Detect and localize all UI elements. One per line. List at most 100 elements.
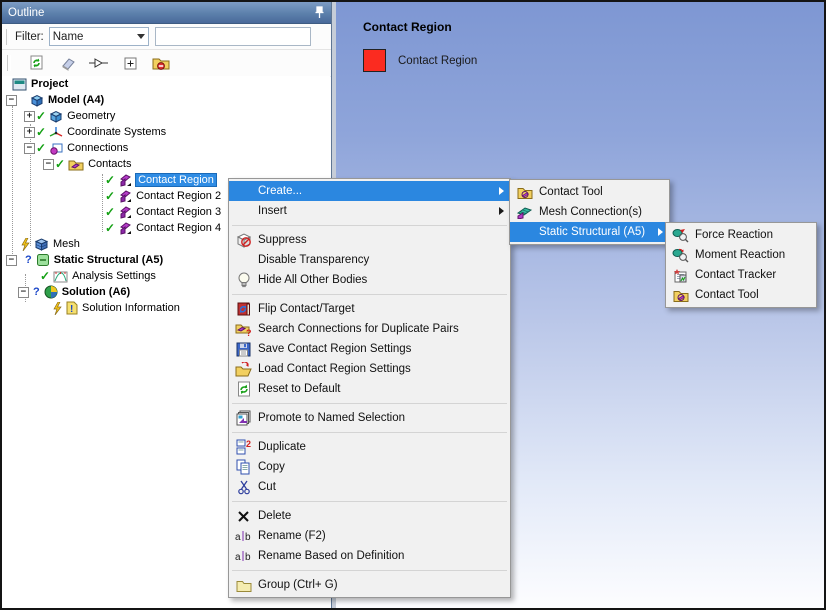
mesh-connection-icon [515,204,534,221]
moment-reaction-icon [671,247,690,264]
static-structural-submenu: Force Reaction Moment Reaction Contact T… [665,222,817,308]
tree-item-project[interactable]: Project [2,76,330,92]
group-icon [234,577,253,594]
menu-separator [232,432,507,433]
contact-region-icon [118,221,132,235]
tree-item-solution-information[interactable]: ! Solution Information [2,300,330,316]
menu-item-cut[interactable]: Cut [229,477,510,497]
contact-tool-icon [671,287,690,304]
viewport-legend: Contact Region [363,49,477,72]
model-icon [30,94,44,107]
eraser-icon[interactable] [58,53,78,73]
tree-item-contact-region-3[interactable]: ✓ Contact Region 3 [105,205,222,219]
submenu-item-contact-tracker[interactable]: Contact Tracker [666,265,816,285]
expand-expander[interactable]: + [24,126,35,138]
bulb-icon [234,272,253,289]
menu-item-search-duplicate-pairs[interactable]: ? Search Connections for Duplicate Pairs [229,319,510,339]
submenu-item-mesh-connections[interactable]: Mesh Connection(s) [510,202,669,222]
svg-text:2: 2 [246,439,251,449]
chevron-down-icon [136,34,145,43]
menu-item-load-settings[interactable]: Load Contact Region Settings [229,359,510,379]
promote-icon [234,410,253,427]
collapse-expander[interactable]: − [6,254,17,266]
check-icon: ✓ [105,173,116,187]
check-icon: ✓ [36,109,47,123]
menu-item-group[interactable]: Group (Ctrl+ G) [229,575,510,595]
submenu-item-force-reaction[interactable]: Force Reaction [666,225,816,245]
menu-item-reset-to-default[interactable]: Reset to Default [229,379,510,399]
toolbar-grip [7,55,11,71]
outline-toolbar [2,50,331,77]
collapse-expander[interactable]: − [43,158,54,170]
contact-tool-icon [515,184,534,201]
flip-icon [234,301,253,318]
expand-all-icon[interactable] [120,53,140,73]
submenu-arrow-icon [499,186,504,195]
submenu-item-static-structural[interactable]: Static Structural (A5) [510,222,669,242]
filter-mode-select[interactable]: Name [48,27,149,46]
tree-item-contact-region[interactable]: ✓ Contact Region [2,172,330,188]
menu-item-duplicate[interactable]: 2 Duplicate [229,437,510,457]
menu-item-disable-transparency[interactable]: Disable Transparency [258,254,370,266]
submenu-item-contact-tool[interactable]: Contact Tool [510,182,669,202]
submenu-item-moment-reaction[interactable]: Moment Reaction [666,245,816,265]
force-reaction-icon [671,227,690,244]
filter-mode-value: Name [52,30,84,43]
submenu-item-contact-tool[interactable]: Contact Tool [666,285,816,305]
tree-item-contact-region-4[interactable]: ✓ Contact Region 4 [105,221,222,235]
tree-item-static-structural[interactable]: − ? Static Structural (A5) [2,252,330,268]
static-structural-icon [36,253,50,267]
collapse-expander[interactable]: − [24,142,35,154]
cut-icon [234,479,253,496]
menu-separator [232,403,507,404]
collapse-folder-icon[interactable] [151,53,171,73]
menu-item-hide-all-other-bodies[interactable]: Hide All Other Bodies [229,270,510,290]
mesh-icon [34,237,49,251]
check-icon: ✓ [36,141,47,155]
contact-tracker-icon [671,267,690,284]
collapse-expander[interactable]: − [18,286,29,298]
menu-separator [232,225,507,226]
menu-item-promote-to-named-selection[interactable]: Promote to Named Selection [229,408,510,428]
tree-item-model[interactable]: − Model (A4) [2,92,330,108]
reset-icon [234,381,253,398]
probe-node-icon[interactable] [89,53,109,73]
contact-region-icon [118,189,132,203]
tree-item-contact-region-2[interactable]: ✓ Contact Region 2 [105,189,222,203]
menu-item-copy[interactable]: Copy [229,457,510,477]
menu-separator [232,294,507,295]
tree-item-coordinate-systems[interactable]: + ✓ Coordinate Systems [2,124,330,140]
menu-item-flip-contact-target[interactable]: Flip Contact/Target [229,299,510,319]
submenu-arrow-icon [658,227,663,236]
coordinate-systems-icon [49,126,63,139]
menu-item-delete[interactable]: Delete [229,506,510,526]
context-menu: Create... Insert Suppress Disable Transp… [228,178,511,598]
question-icon: ? [33,286,40,298]
menu-separator [232,570,507,571]
tree-item-analysis-settings[interactable]: ✓ Analysis Settings [40,269,156,283]
copy-icon [234,459,253,476]
tree-item-geometry[interactable]: + ✓ Geometry [2,108,330,124]
geometry-icon [49,110,63,123]
svg-text:b: b [245,552,251,562]
outline-titlebar[interactable]: Outline [2,2,331,24]
expand-expander[interactable]: + [24,110,35,122]
collapse-expander[interactable]: − [6,94,17,106]
tree-item-connections[interactable]: − ✓ Connections [2,140,330,156]
duplicate-icon: 2 [234,439,253,456]
menu-item-suppress[interactable]: Suppress [229,230,510,250]
filter-input[interactable] [154,27,311,46]
tree-item-solution[interactable]: − ? Solution (A6) [2,284,330,300]
tree-item-mesh[interactable]: Mesh [2,236,330,252]
tree-item-contacts[interactable]: − ✓ Contacts [2,156,330,172]
refresh-icon[interactable] [27,53,47,73]
menu-item-save-settings[interactable]: Save Contact Region Settings [229,339,510,359]
pin-icon[interactable] [314,6,325,19]
menu-item-insert[interactable]: Insert [229,201,510,221]
contact-region-icon [118,173,132,187]
viewport-title: Contact Region [363,20,452,34]
menu-item-create[interactable]: Create... [229,181,510,201]
